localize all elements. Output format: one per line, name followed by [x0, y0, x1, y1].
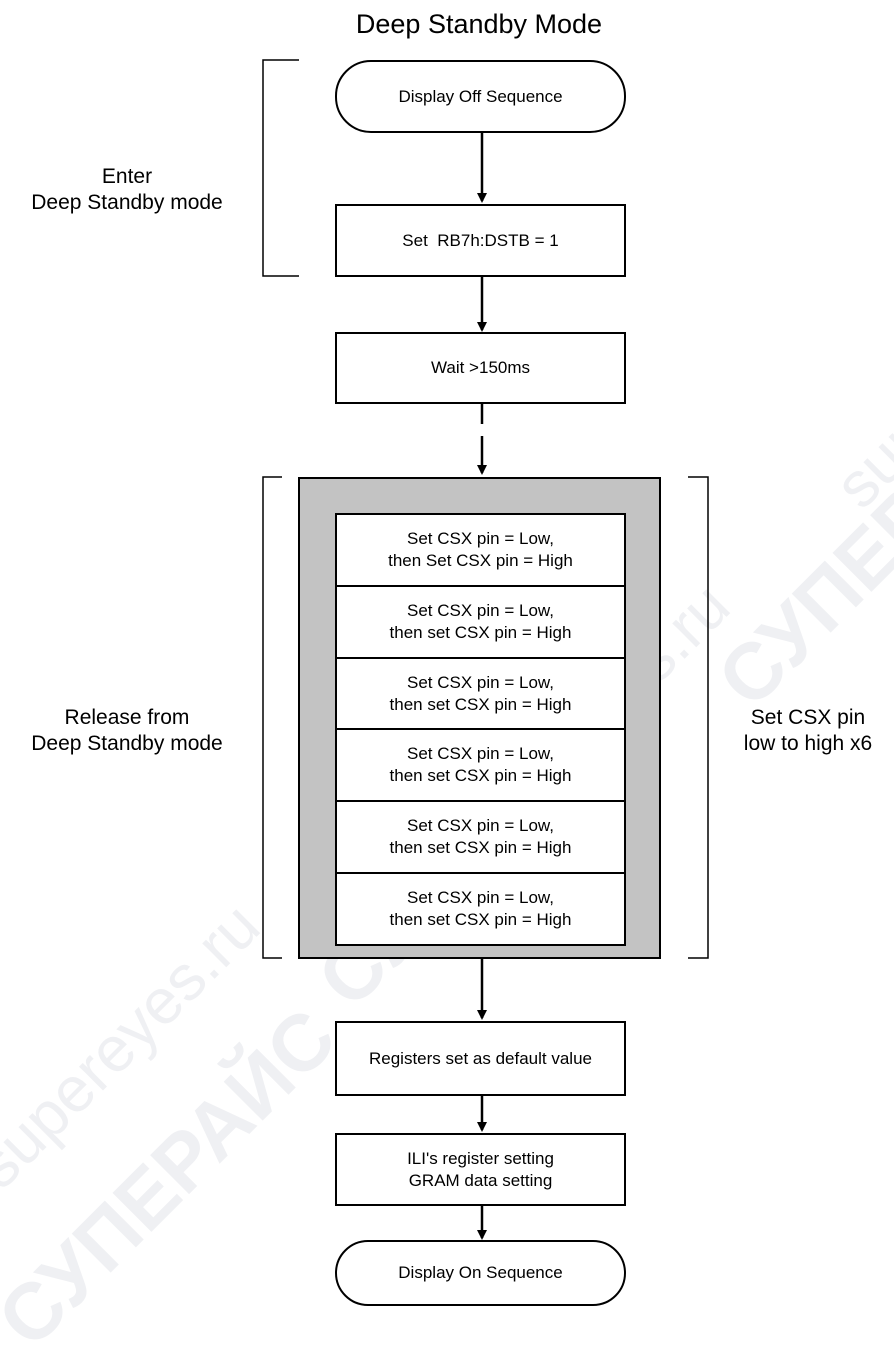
registers-default-text: Registers set as default value [368, 1048, 592, 1068]
connector-lines [262, 59, 709, 1240]
csx-step: Set CSX pin = Low, then set CSX pin = Hi… [337, 730, 624, 803]
csx-step-line2: then set CSX pin = High [389, 694, 572, 714]
enter-label: Enter Deep Standby mode [0, 164, 254, 216]
release-label-line2: Deep Standby mode [31, 732, 223, 755]
diagram-title: Deep Standby Mode [355, 9, 603, 39]
csx-step-line2: then Set CSX pin = High [388, 550, 573, 570]
wait-step: Wait >150ms [335, 332, 626, 404]
csx-step: Set CSX pin = Low, then Set CSX pin = Hi… [337, 515, 624, 587]
csx-step: Set CSX pin = Low, then set CSX pin = Hi… [337, 874, 624, 944]
csx-label: Set CSX pin low to high x6 [712, 705, 894, 757]
registers-default-step: Registers set as default value [335, 1021, 626, 1096]
csx-step-line1: Set CSX pin = Low, [407, 888, 554, 908]
enter-label-line2: Deep Standby mode [31, 191, 223, 214]
ili-setting-line1: ILI's register setting [407, 1148, 554, 1168]
csx-label-line2: low to high x6 [743, 732, 873, 755]
wait-text: Wait >150ms [430, 358, 531, 377]
csx-step-line1: Set CSX pin = Low, [407, 600, 554, 620]
csx-step-line2: then set CSX pin = High [389, 838, 572, 858]
csx-label-line1: Set CSX pin [750, 706, 866, 729]
set-dstb-step: Set RB7h:DSTB = 1 [335, 204, 626, 277]
csx-step-line1: Set CSX pin = Low, [407, 744, 554, 764]
display-on-text: Display On Sequence [398, 1263, 563, 1282]
csx-step-line2: then set CSX pin = High [389, 622, 572, 642]
display-on-terminal: Display On Sequence [335, 1240, 626, 1306]
csx-step-stack: Set CSX pin = Low, then Set CSX pin = Hi… [335, 513, 626, 946]
csx-step-line1: Set CSX pin = Low, [407, 672, 554, 692]
release-label-line1: Release from [64, 706, 190, 729]
set-dstb-text: Set RB7h:DSTB = 1 [402, 230, 559, 250]
csx-step: Set CSX pin = Low, then set CSX pin = Hi… [337, 587, 624, 659]
display-off-terminal: Display Off Sequence [335, 60, 626, 133]
csx-step: Set CSX pin = Low, then set CSX pin = Hi… [337, 802, 624, 875]
csx-step-line1: Set CSX pin = Low, [407, 816, 554, 836]
ili-setting-line2: GRAM data setting [408, 1170, 553, 1190]
display-off-text: Display Off Sequence [398, 86, 563, 106]
csx-step-line1: Set CSX pin = Low, [407, 528, 554, 548]
enter-label-line1: Enter [101, 165, 153, 188]
csx-step-line2: then set CSX pin = High [389, 910, 572, 930]
csx-step-line2: then set CSX pin = High [389, 766, 572, 786]
csx-step: Set CSX pin = Low, then set CSX pin = Hi… [337, 659, 624, 731]
release-label: Release from Deep Standby mode [0, 705, 254, 757]
ili-setting-step: ILI's register setting GRAM data setting [335, 1133, 626, 1206]
